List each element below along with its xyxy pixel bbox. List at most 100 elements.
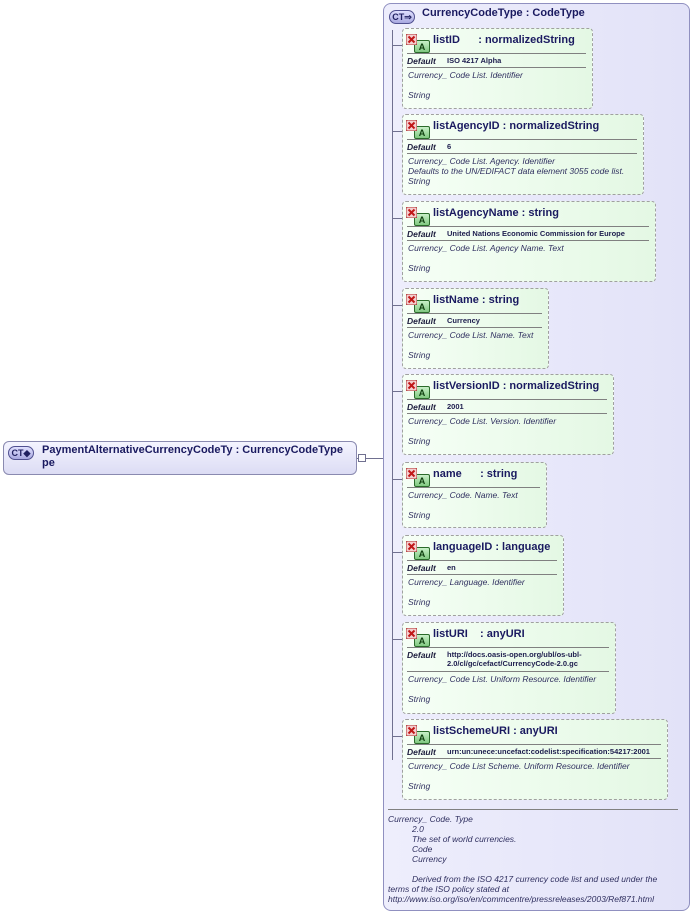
connector-line bbox=[393, 736, 402, 737]
attribute-letter: A bbox=[414, 300, 430, 313]
attribute-icon: A bbox=[405, 292, 432, 316]
divider bbox=[407, 671, 609, 672]
element-box[interactable]: CT◆ PaymentAlternativeCurrencyCodeTy : C… bbox=[3, 441, 357, 475]
red-x-icon bbox=[405, 723, 418, 737]
default-value: ISO 4217 Alpha bbox=[447, 56, 502, 65]
ct-badge-icon: CT◆ bbox=[8, 446, 34, 460]
attribute-icon: A bbox=[405, 626, 432, 650]
default-label: Default bbox=[407, 229, 436, 239]
divider bbox=[407, 240, 649, 241]
divider bbox=[407, 327, 542, 328]
red-x-icon bbox=[405, 626, 418, 640]
divider bbox=[407, 399, 607, 400]
red-x-icon bbox=[405, 32, 418, 46]
attribute-name: listID : normalizedString bbox=[433, 34, 575, 46]
default-value: 6 bbox=[447, 142, 452, 151]
connector-line bbox=[393, 639, 402, 640]
attribute-letter: A bbox=[414, 474, 430, 487]
attribute-icon: A bbox=[405, 466, 432, 490]
red-x-icon bbox=[405, 205, 418, 219]
attribute-documentation: Currency_ Code List Scheme. Uniform Reso… bbox=[408, 761, 630, 791]
attribute-name: listAgencyName : string bbox=[433, 207, 559, 219]
expand-toggle[interactable] bbox=[358, 454, 366, 462]
divider bbox=[407, 758, 661, 759]
red-x-icon bbox=[405, 466, 418, 480]
divider bbox=[407, 574, 557, 575]
connector-line bbox=[393, 305, 402, 306]
complex-type-title: CurrencyCodeType : CodeType bbox=[422, 7, 585, 19]
default-value: en bbox=[447, 563, 456, 572]
attribute-icon: A bbox=[405, 378, 432, 402]
attribute-name: listName : string bbox=[433, 294, 520, 306]
default-value: Currency bbox=[447, 316, 480, 325]
default-row: Default ISO 4217 Alpha bbox=[407, 56, 586, 66]
divider bbox=[407, 139, 637, 140]
default-label: Default bbox=[407, 563, 436, 573]
connector-line bbox=[393, 552, 402, 553]
divider bbox=[407, 487, 540, 488]
default-label: Default bbox=[407, 56, 436, 66]
tree-line bbox=[392, 30, 393, 760]
default-value: United Nations Economic Commission for E… bbox=[447, 229, 625, 238]
default-row: Default 6 bbox=[407, 142, 637, 152]
divider bbox=[407, 744, 661, 745]
attribute-icon: A bbox=[405, 205, 432, 229]
connector-line bbox=[366, 458, 383, 459]
red-x-icon bbox=[405, 118, 418, 132]
attribute-icon: A bbox=[405, 723, 432, 747]
divider bbox=[407, 413, 607, 414]
divider bbox=[407, 53, 586, 54]
ct-badge-icon: CT⇒ bbox=[389, 10, 415, 24]
connector-line bbox=[393, 131, 402, 132]
divider bbox=[407, 153, 637, 154]
doc-separator bbox=[388, 809, 678, 810]
default-row: Default en bbox=[407, 563, 557, 573]
red-x-icon bbox=[405, 539, 418, 553]
attribute-letter: A bbox=[414, 40, 430, 53]
attribute-letter: A bbox=[414, 634, 430, 647]
default-value: urn:un:unece:uncefact:codelist:specifica… bbox=[447, 747, 650, 756]
default-label: Default bbox=[407, 316, 436, 326]
connector-line bbox=[393, 45, 402, 46]
attribute-documentation: Currency_ Code List. Version. Identifier… bbox=[408, 416, 557, 446]
attribute-icon: A bbox=[405, 32, 432, 56]
default-label: Default bbox=[407, 142, 436, 152]
divider bbox=[407, 226, 649, 227]
attribute-name: listSchemeURI : anyURI bbox=[433, 725, 558, 737]
divider bbox=[407, 67, 586, 68]
attribute-letter: A bbox=[414, 731, 430, 744]
default-row: Default United Nations Economic Commissio… bbox=[407, 229, 649, 239]
type-documentation: Currency_ Code. Type 2.0 The set of worl… bbox=[388, 814, 658, 904]
default-value: http://docs.oasis-open.org/ubl/os-ubl-2.… bbox=[447, 650, 582, 668]
divider bbox=[407, 647, 609, 648]
default-row: Default Currency bbox=[407, 316, 542, 326]
divider bbox=[407, 313, 542, 314]
attribute-icon: A bbox=[405, 118, 432, 142]
attribute-letter: A bbox=[414, 213, 430, 226]
connector-line bbox=[393, 218, 402, 219]
divider bbox=[407, 560, 557, 561]
attribute-name: languageID : language bbox=[433, 541, 551, 553]
attribute-letter: A bbox=[414, 547, 430, 560]
attribute-icon: A bbox=[405, 539, 432, 563]
default-label: Default bbox=[407, 650, 436, 660]
default-value: 2001 bbox=[447, 402, 464, 411]
connector-line bbox=[393, 391, 402, 392]
connector-line bbox=[393, 479, 402, 480]
attribute-name: listAgencyID : normalizedString bbox=[433, 120, 600, 132]
attribute-letter: A bbox=[414, 126, 430, 139]
